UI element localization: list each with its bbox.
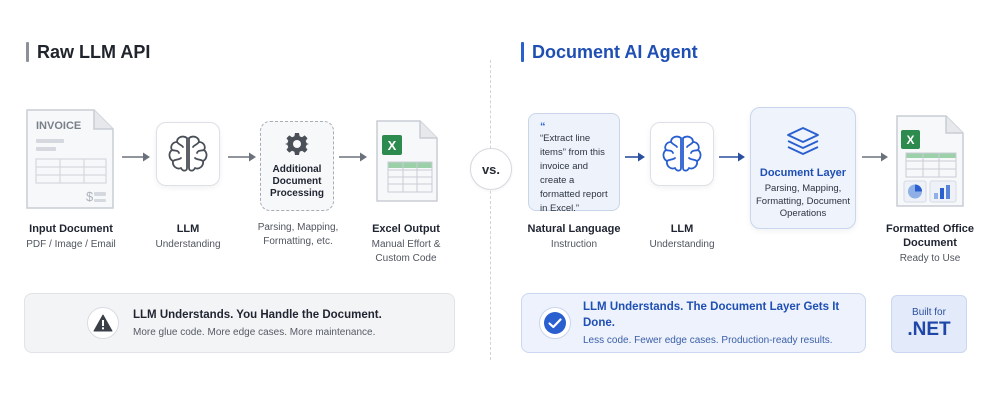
right-summary-sub: Less code. Fewer edge cases. Production-… — [583, 334, 833, 346]
section-divider — [490, 60, 491, 360]
dotnet-badge-line2: .NET — [907, 319, 951, 340]
quote-mark-icon: “ — [540, 121, 546, 133]
llm-card-right — [650, 122, 714, 186]
llm-label-right: LLM Understanding — [649, 223, 715, 250]
right-summary-title: LLM Understands. The Document Layer Gets… — [583, 300, 840, 329]
document-layer-title: Document Layer — [759, 167, 847, 179]
title-accent-bar — [521, 42, 524, 62]
excel-letter: X — [388, 138, 397, 153]
llm-card-left — [156, 122, 220, 186]
title-accent-bar — [26, 42, 29, 62]
vs-badge: vs. — [470, 148, 512, 190]
additional-processing-title: Additional Document Processing — [270, 164, 324, 199]
dotnet-badge: Built for .NET — [891, 295, 967, 353]
arrow-right-icon — [862, 152, 888, 162]
instruction-text: “Extract line items” from this invoice a… — [540, 133, 608, 214]
input-document-label: Input Document PDF / Image / Email — [26, 223, 116, 250]
dotnet-badge-line1: Built for — [912, 307, 946, 318]
left-summary-sub: More glue code. More edge cases. More ma… — [133, 326, 376, 338]
invoice-label: INVOICE — [36, 120, 81, 132]
gear-icon — [285, 133, 309, 155]
natural-language-label: Natural Language Instruction — [527, 223, 621, 250]
warning-icon — [87, 307, 119, 339]
dollar-symbol: $ — [86, 189, 94, 204]
left-summary-box: LLM Understands. You Handle the Document… — [24, 293, 455, 353]
llm-label-left: LLM Understanding — [155, 223, 221, 250]
right-title-text: Document AI Agent — [532, 41, 698, 62]
arrow-right-icon — [339, 152, 367, 162]
check-circle-icon — [539, 307, 571, 339]
layers-icon — [787, 127, 819, 155]
instruction-quote-card: “ “Extract line items” from this invoice… — [528, 113, 620, 214]
brain-icon — [168, 135, 208, 172]
formatted-document-label: Formatted Office Document Ready to Use — [885, 223, 974, 264]
document-layer-card: Document Layer Parsing, Mapping, Formatt… — [750, 107, 856, 229]
document-layer-sub: Parsing, Mapping, Formatting, Document O… — [756, 183, 850, 219]
arrow-right-icon — [122, 152, 150, 162]
arrow-right-icon — [625, 152, 645, 162]
right-section-title: Document AI Agent — [521, 40, 698, 64]
left-title-text: Raw LLM API — [37, 41, 151, 62]
additional-processing-card: Additional Document Processing — [260, 121, 334, 211]
arrow-right-icon — [719, 152, 745, 162]
left-section-title: Raw LLM API — [26, 40, 150, 64]
excel-output-label: Excel Output Manual Effort & Custom Code — [371, 223, 441, 264]
arrow-right-icon — [228, 152, 256, 162]
formatted-document-icon: X — [896, 115, 964, 207]
invoice-document-icon: INVOICE $ — [26, 109, 114, 209]
excel-document-icon: X — [376, 120, 438, 202]
brain-icon — [662, 135, 702, 172]
right-summary-box: LLM Understands. The Document Layer Gets… — [521, 293, 866, 353]
additional-processing-sub: Parsing, Mapping, Formatting, etc. — [257, 222, 339, 247]
excel-letter: X — [906, 133, 914, 147]
left-summary-title: LLM Understands. You Handle the Document… — [133, 308, 382, 321]
